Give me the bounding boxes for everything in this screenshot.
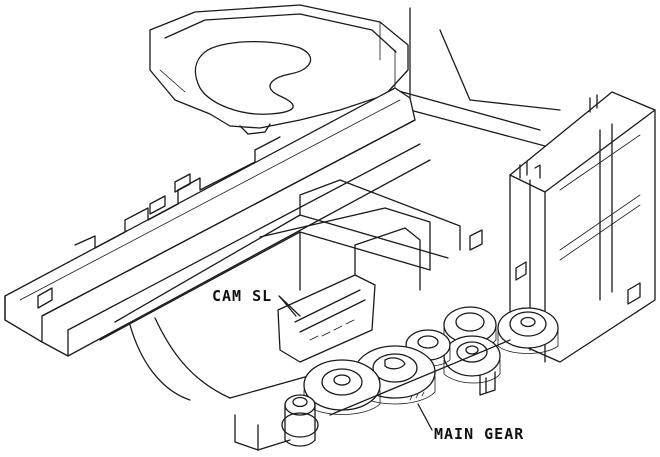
main-gear-label: MAIN GEAR	[434, 425, 525, 443]
rear-frame	[394, 7, 561, 151]
side-bracket	[469, 91, 656, 363]
chassis-rail	[4, 87, 431, 357]
front-edge	[234, 339, 511, 451]
disc-tray	[149, 4, 409, 135]
cam-slider	[277, 227, 421, 363]
tray-floor	[99, 179, 461, 401]
leader-lines	[278, 295, 433, 431]
cam-sl-label: CAM SL	[212, 287, 273, 305]
